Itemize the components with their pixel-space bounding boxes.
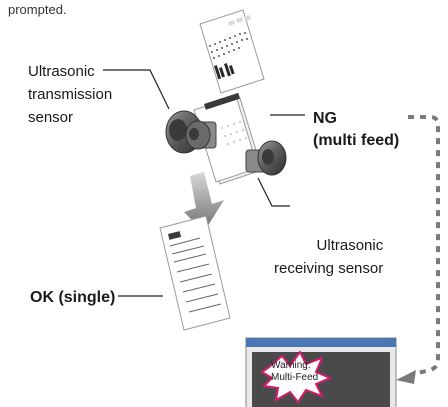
leader-lines (103, 69, 305, 297)
ng-label: NG (multi feed) (313, 108, 399, 152)
receiving-sensor-icon (245, 140, 287, 176)
top-caption: prompted. (8, 2, 67, 17)
down-arrow-icon (184, 172, 224, 232)
transmission-label-line-1: Ultrasonic (28, 63, 95, 80)
ng-to-warning-path (396, 115, 440, 384)
ng-label-line-2: (multi feed) (313, 132, 400, 149)
receiving-label-line-1: Ultrasonic (316, 237, 384, 254)
incoming-sheet (199, 9, 265, 94)
receiving-label-line-2: receiving sensor (274, 260, 384, 277)
warning-message: Warning: Multi-Feed (271, 360, 318, 384)
ng-label-line-1: NG (313, 110, 337, 127)
transmission-label-line-3: sensor (28, 109, 74, 126)
warning-burst-icon (260, 350, 333, 404)
transmission-sensor-label: Ultrasonic transmission sensor (28, 60, 112, 129)
transmission-sensor-icon (165, 110, 217, 154)
ok-label: OK (single) (30, 289, 116, 306)
receiving-sensor-label: Ultrasonic receiving sensor (274, 234, 383, 280)
transmission-label-line-2: transmission (28, 86, 113, 103)
warning-line-1: Warning: (271, 360, 311, 371)
warning-line-2: Multi-Feed (271, 372, 319, 383)
ok-output-sheet (159, 215, 231, 331)
warning-window (245, 337, 397, 407)
